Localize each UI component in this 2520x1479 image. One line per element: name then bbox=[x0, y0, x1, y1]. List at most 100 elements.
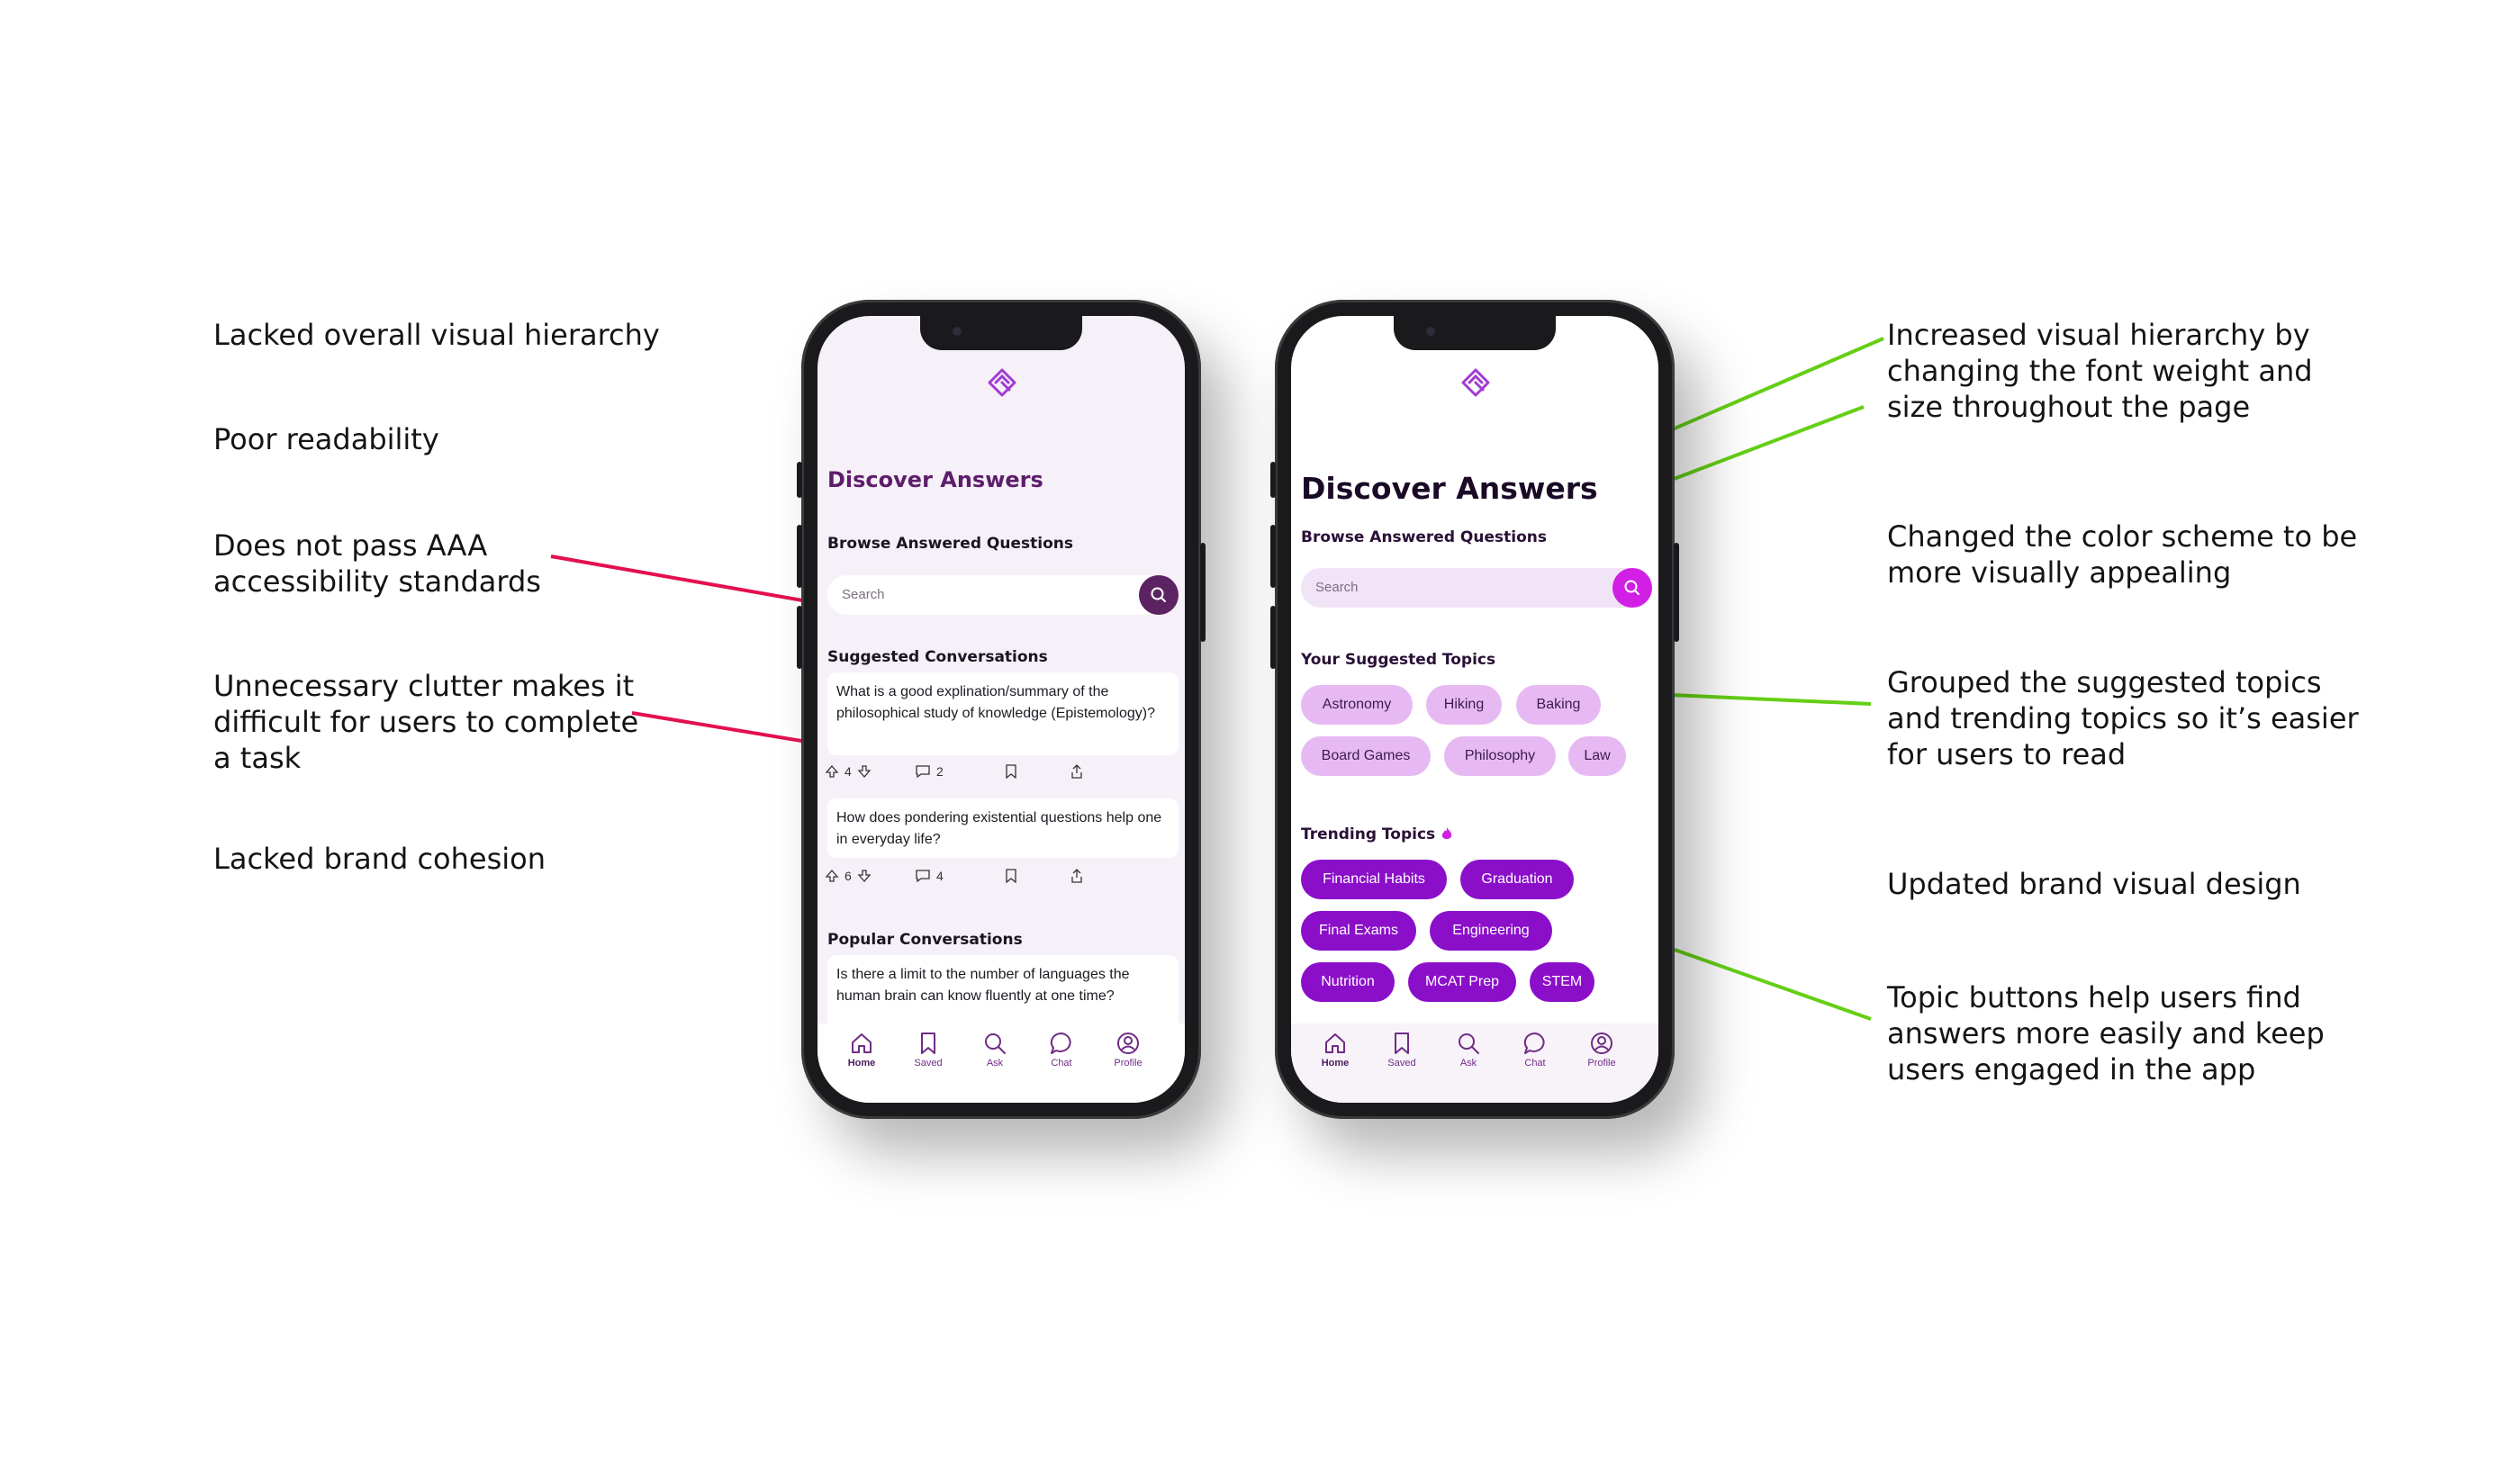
page-title: Discover Answers bbox=[827, 467, 1043, 492]
upvote-icon bbox=[825, 870, 839, 882]
topic-chip-astronomy[interactable]: Astronomy bbox=[1301, 685, 1413, 725]
phone-volume-up bbox=[797, 525, 802, 588]
browse-label: Browse Answered Questions bbox=[827, 535, 1073, 553]
tab-home[interactable]: Home bbox=[828, 1031, 895, 1069]
tab-chat[interactable]: Chat bbox=[1028, 1031, 1095, 1069]
search-icon bbox=[985, 1033, 1006, 1054]
topic-chip-hiking[interactable]: Hiking bbox=[1426, 685, 1502, 725]
trending-chip-mcat-prep[interactable]: MCAT Prep bbox=[1408, 962, 1516, 1002]
trending-topics-label: Trending Topics bbox=[1301, 825, 1453, 843]
bookmark-icon bbox=[1395, 1033, 1409, 1054]
save-group[interactable] bbox=[1005, 869, 1017, 883]
tab-home[interactable]: Home bbox=[1302, 1031, 1368, 1069]
trending-chip-financial-habits[interactable]: Financial Habits bbox=[1301, 860, 1447, 899]
app-logo-icon bbox=[1461, 368, 1490, 397]
profile-icon bbox=[1117, 1033, 1139, 1054]
upvote-icon bbox=[825, 765, 839, 778]
chat-icon bbox=[1523, 1032, 1545, 1054]
trending-chip-graduation[interactable]: Graduation bbox=[1460, 860, 1574, 899]
topic-chip-board-games[interactable]: Board Games bbox=[1301, 736, 1431, 776]
comments-group[interactable]: 2 bbox=[915, 764, 944, 779]
note-readability: Poor readability bbox=[213, 422, 439, 456]
note-visual-hierarchy: Lacked overall visual hierarchy bbox=[213, 318, 660, 352]
bookmark-icon bbox=[921, 1033, 935, 1054]
home-icon bbox=[1325, 1033, 1345, 1053]
phone-volume-up bbox=[1270, 525, 1276, 588]
share-icon[interactable] bbox=[1070, 869, 1084, 883]
search-button[interactable] bbox=[1139, 575, 1179, 615]
phone-before: Discover Answers Browse Answered Questio… bbox=[797, 300, 1206, 1119]
search-bar[interactable]: Search bbox=[1301, 568, 1652, 608]
card-actions: 4 2 bbox=[825, 764, 1176, 784]
profile-icon bbox=[1591, 1033, 1612, 1054]
page-title: Discover Answers bbox=[1301, 471, 1598, 506]
search-icon bbox=[1459, 1033, 1479, 1054]
conversation-card[interactable]: What is a good explination/summary of th… bbox=[827, 672, 1179, 755]
phone-volume-down bbox=[797, 606, 802, 669]
phone-mute-button bbox=[1270, 462, 1276, 498]
tab-chat[interactable]: Chat bbox=[1502, 1031, 1568, 1069]
phone-after: Discover Answers Browse Answered Questio… bbox=[1270, 300, 1679, 1119]
save-group[interactable] bbox=[1005, 764, 1017, 779]
share-icon[interactable] bbox=[1070, 764, 1084, 779]
search-input[interactable]: Search bbox=[1315, 580, 1359, 595]
app-logo-icon bbox=[988, 368, 1016, 397]
comment-icon bbox=[916, 765, 930, 779]
suggested-topics-label: Your Suggested Topics bbox=[1301, 651, 1496, 669]
connector-clutter bbox=[631, 711, 818, 745]
topic-chip-baking[interactable]: Baking bbox=[1516, 685, 1601, 725]
chat-icon bbox=[1050, 1032, 1071, 1054]
upvote-group[interactable]: 4 bbox=[825, 764, 872, 779]
phone-power-button bbox=[1674, 543, 1679, 642]
notch bbox=[920, 316, 1082, 350]
screen-after: Discover Answers Browse Answered Questio… bbox=[1291, 316, 1658, 1103]
notch bbox=[1394, 316, 1556, 350]
bottom-tab-bar: Home Saved Ask Chat Profile bbox=[1291, 1024, 1658, 1103]
share-group[interactable] bbox=[1070, 869, 1084, 883]
search-icon bbox=[1624, 580, 1639, 595]
search-bar[interactable]: Search bbox=[827, 575, 1179, 615]
tab-profile[interactable]: Profile bbox=[1568, 1031, 1635, 1069]
share-group[interactable] bbox=[1070, 764, 1084, 779]
bookmark-icon[interactable] bbox=[1005, 869, 1017, 883]
popular-conversations-label: Popular Conversations bbox=[827, 931, 1023, 949]
trending-chip-final-exams[interactable]: Final Exams bbox=[1301, 911, 1416, 951]
bookmark-icon[interactable] bbox=[1005, 764, 1017, 779]
tab-ask[interactable]: Ask bbox=[962, 1031, 1028, 1069]
upvote-group[interactable]: 6 bbox=[825, 869, 872, 883]
note-brand-design: Updated brand visual design bbox=[1887, 867, 2301, 901]
trending-chip-stem[interactable]: STEM bbox=[1530, 962, 1594, 1002]
tab-saved[interactable]: Saved bbox=[1368, 1031, 1435, 1069]
flame-icon bbox=[1441, 827, 1452, 839]
comment-icon bbox=[916, 870, 930, 883]
tab-ask[interactable]: Ask bbox=[1435, 1031, 1502, 1069]
topic-chip-philosophy[interactable]: Philosophy bbox=[1444, 736, 1556, 776]
phone-volume-down bbox=[1270, 606, 1276, 669]
phone-mute-button bbox=[797, 462, 802, 498]
bottom-tab-bar: Home Saved Ask Chat Profile bbox=[817, 1024, 1185, 1103]
search-button[interactable] bbox=[1612, 568, 1652, 608]
home-icon bbox=[852, 1033, 872, 1053]
tab-profile[interactable]: Profile bbox=[1095, 1031, 1161, 1069]
suggested-conversations-label: Suggested Conversations bbox=[827, 648, 1048, 666]
downvote-icon[interactable] bbox=[857, 869, 872, 883]
phone-power-button bbox=[1200, 543, 1206, 642]
search-input[interactable]: Search bbox=[842, 587, 885, 602]
topic-chip-law[interactable]: Law bbox=[1568, 736, 1626, 776]
connector-accessibility bbox=[550, 555, 829, 607]
tab-saved[interactable]: Saved bbox=[895, 1031, 962, 1069]
conversation-card[interactable]: How does pondering existential questions… bbox=[827, 798, 1179, 858]
trending-chip-engineering[interactable]: Engineering bbox=[1430, 911, 1552, 951]
trending-chip-nutrition[interactable]: Nutrition bbox=[1301, 962, 1395, 1002]
screen-before: Discover Answers Browse Answered Questio… bbox=[817, 316, 1185, 1103]
note-brand-cohesion: Lacked brand cohesion bbox=[213, 842, 546, 876]
comments-group[interactable]: 4 bbox=[915, 869, 944, 883]
downvote-icon[interactable] bbox=[857, 764, 872, 779]
card-actions: 6 4 bbox=[825, 869, 1176, 888]
